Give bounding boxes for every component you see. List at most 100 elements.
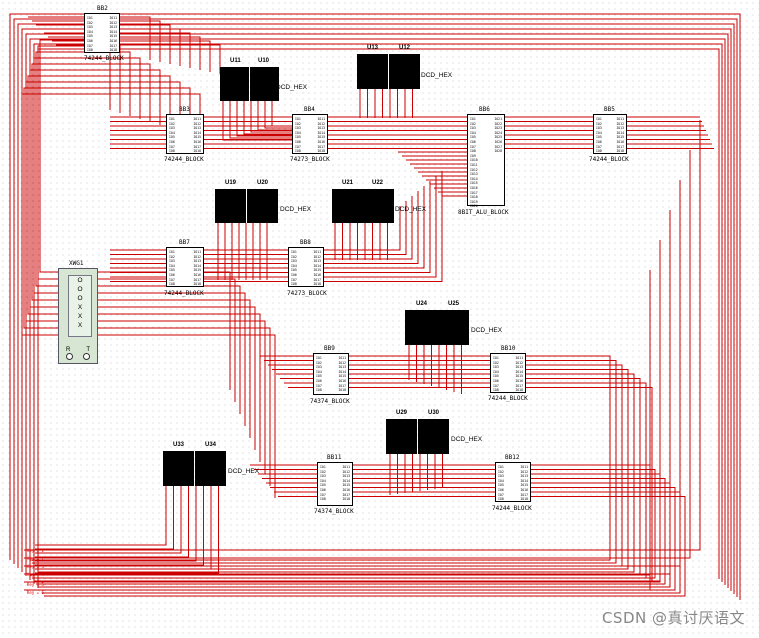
block-bb3-part: 74244_BLOCK (164, 156, 204, 163)
pin-labels-right: IO11 IO12 IO13 IO14 IO15 IO16 IO17 IO18 (616, 117, 624, 154)
xwg-mark: O (77, 277, 83, 284)
display-u21-label: U21 (342, 180, 354, 186)
pin-labels-left: IO1 IO2 IO3 IO4 IO5 IO6 IO7 IO8 (596, 117, 602, 154)
display-u11-label: U11 (230, 58, 241, 64)
block-bb5[interactable]: IO1 IO2 IO3 IO4 IO5 IO6 IO7 IO8 IO11 IO1… (593, 114, 627, 154)
xwg-mark: X (77, 313, 83, 320)
pin-labels-right: IO11 IO12 IO13 IO14 IO15 IO16 IO17 IO18 (193, 250, 201, 287)
display-u30 (418, 419, 449, 454)
block-bb9-part: 74374_BLOCK (310, 398, 350, 405)
display-u34 (195, 451, 226, 486)
hex-label-3: DCD_HEX (280, 206, 312, 213)
xwg-terminal-labels: R T (66, 347, 90, 353)
display-u20 (247, 189, 278, 223)
switch-key-2[interactable]: Key = 2 (27, 556, 44, 561)
display-u29-label: U29 (396, 410, 408, 416)
pin-labels-right: IO11 IO12 IO13 IO14 IO15 IO16 IO17 IO18 (342, 465, 350, 502)
watermark: CSDN @真讨厌语文 (601, 609, 745, 627)
xwg-mark: X (77, 322, 83, 329)
pin-labels-right: IO11 IO12 IO13 IO14 IO15 IO16 IO17 IO18 (317, 117, 325, 154)
block-bb5-part: 74244_BLOCK (589, 156, 629, 163)
block-bb8-name: BB8 (300, 239, 311, 246)
xwg-mark: O (77, 295, 83, 302)
display-u34-label: U34 (205, 442, 217, 448)
block-bb7-name: BB7 (179, 239, 190, 246)
block-bb5-name: BB5 (604, 106, 615, 113)
display-u33 (163, 451, 194, 486)
pin-labels-left: IO1 IO2 IO3 IO4 IO5 IO6 IO7 IO8 (316, 356, 322, 393)
switch-key-5[interactable]: Key = 5 (27, 582, 44, 587)
display-u29 (386, 419, 417, 454)
xwg-r-terminal-icon[interactable] (66, 353, 73, 360)
display-u12-label: U12 (399, 45, 411, 51)
pin-labels-right: IO11 IO12 IO13 IO14 IO15 IO16 IO17 IO18 (109, 16, 117, 53)
display-u19 (215, 189, 246, 223)
pin-labels-left: IO1 IO2 IO3 IO4 IO5 IO6 IO7 IO8 (87, 16, 93, 53)
xwg-mark: O (77, 286, 83, 293)
hex-label-1: DCD_HEX (276, 84, 308, 91)
block-bb8-part: 74273_BLOCK (287, 290, 327, 297)
switch-key-4[interactable]: Key = 4 (27, 572, 44, 577)
display-u30-label: U30 (428, 410, 440, 416)
block-bb2[interactable]: IO1 IO2 IO3 IO4 IO5 IO6 IO7 IO8 IO11 IO1… (84, 13, 120, 53)
display-u33-label: U33 (173, 442, 185, 448)
switch-key-6[interactable]: Key = 6 (27, 590, 44, 595)
display-u13-label: U13 (367, 45, 379, 51)
hex-label-6: DCD_HEX (451, 436, 483, 443)
block-bb8[interactable]: IO1 IO2 IO3 IO4 IO5 IO6 IO7 IO8 IO11 IO1… (288, 247, 324, 287)
xwg-mark: X (77, 304, 83, 311)
block-bb2-part: 74244_BLOCK (84, 55, 124, 62)
pin-labels-left: IO1 IO2 IO3 IO4 IO5 IO6 IO7 IO8 (320, 465, 326, 502)
block-bb4[interactable]: IO1 IO2 IO3 IO4 IO5 IO6 IO7 IO8 IO11 IO1… (292, 114, 328, 154)
switch-key-3[interactable]: Key = 3 (27, 564, 44, 569)
display-u22 (363, 189, 394, 223)
switch-key-1[interactable]: Key = 1 (27, 548, 44, 553)
block-bb11[interactable]: IO1 IO2 IO3 IO4 IO5 IO6 IO7 IO8 IO11 IO1… (317, 462, 353, 506)
block-bb6-part: 8BIT_ALU_BLOCK (458, 209, 509, 216)
display-u24-label: U24 (416, 301, 428, 307)
xwg-t-label: T (86, 347, 90, 353)
xwg-display: O O O X X X (68, 275, 92, 337)
pin-labels-right: IO11 IO12 IO13 IO14 IO15 IO16 IO17 IO18 (338, 356, 346, 393)
block-bb6-name: BB6 (479, 106, 490, 113)
pin-labels-left: IO1 IO2 IO3 IO4 IO5 IO6 IO7 IO8 (295, 117, 301, 154)
hex-label-7: DCD_HEX (228, 468, 260, 475)
display-u19-label: U19 (225, 180, 237, 186)
display-u10 (250, 67, 279, 101)
hex-label-5: DCD_HEX (471, 327, 503, 334)
pin-labels-right: IO11 IO12 IO13 IO14 IO15 IO16 IO17 IO18 (520, 465, 528, 502)
block-bb11-name: BB11 (327, 454, 342, 461)
xwg-name: XWG1 (69, 260, 84, 267)
display-u25-label: U25 (448, 301, 460, 307)
block-bb9[interactable]: IO1 IO2 IO3 IO4 IO5 IO6 IO7 IO8 IO11 IO1… (313, 353, 349, 395)
block-bb10-part: 74244_BLOCK (488, 395, 528, 402)
pin-labels-left: IO1 IO2 IO3 IO4 IO5 IO6 IO7 IO8 (291, 250, 297, 287)
hex-label-4: DCD_HEX (395, 206, 427, 213)
display-u25 (437, 310, 469, 345)
block-bb6[interactable]: IO1 IO2 IO3 IO4 IO5 IO6 IO7 IO8 IO9 IO10… (467, 114, 505, 209)
pin-labels-left: IO1 IO2 IO3 IO4 IO5 IO6 IO7 IO8 IO9 IO10… (470, 117, 478, 209)
block-bb11-part: 74374_BLOCK (314, 508, 354, 515)
pin-labels-right: IO21 IO22 IO23 IO24 IO25 IO26 IO27 IO28 (494, 117, 502, 154)
block-bb4-name: BB4 (304, 106, 315, 113)
display-u22-label: U22 (372, 180, 384, 186)
display-u24 (405, 310, 437, 345)
display-u12 (389, 54, 420, 89)
block-bb12[interactable]: IO1 IO2 IO3 IO4 IO5 IO6 IO7 IO8 IO11 IO1… (495, 462, 531, 502)
block-bb2-name: BB2 (97, 5, 108, 12)
pin-labels-left: IO1 IO2 IO3 IO4 IO5 IO6 IO7 IO8 (498, 465, 504, 502)
block-bb4-part: 74273_BLOCK (290, 156, 330, 163)
display-u20-label: U20 (257, 180, 269, 186)
hex-label-2: DCD_HEX (421, 72, 453, 79)
pin-labels-left: IO1 IO2 IO3 IO4 IO5 IO6 IO7 IO8 (493, 356, 499, 393)
block-bb9-name: BB9 (324, 345, 335, 352)
pin-labels-left: IO1 IO2 IO3 IO4 IO5 IO6 IO7 IO8 (169, 250, 175, 287)
block-bb10[interactable]: IO1 IO2 IO3 IO4 IO5 IO6 IO7 IO8 IO11 IO1… (490, 353, 526, 393)
block-bb12-name: BB12 (505, 454, 520, 461)
word-generator-xwg1[interactable]: O O O X X X R T (58, 268, 98, 364)
block-bb3[interactable]: IO1 IO2 IO3 IO4 IO5 IO6 IO7 IO8 IO11 IO1… (166, 114, 204, 154)
block-bb7[interactable]: IO1 IO2 IO3 IO4 IO5 IO6 IO7 IO8 IO11 IO1… (166, 247, 204, 287)
pin-labels-left: IO1 IO2 IO3 IO4 IO5 IO6 IO7 IO8 (169, 117, 175, 154)
xwg-t-terminal-icon[interactable] (83, 353, 90, 360)
